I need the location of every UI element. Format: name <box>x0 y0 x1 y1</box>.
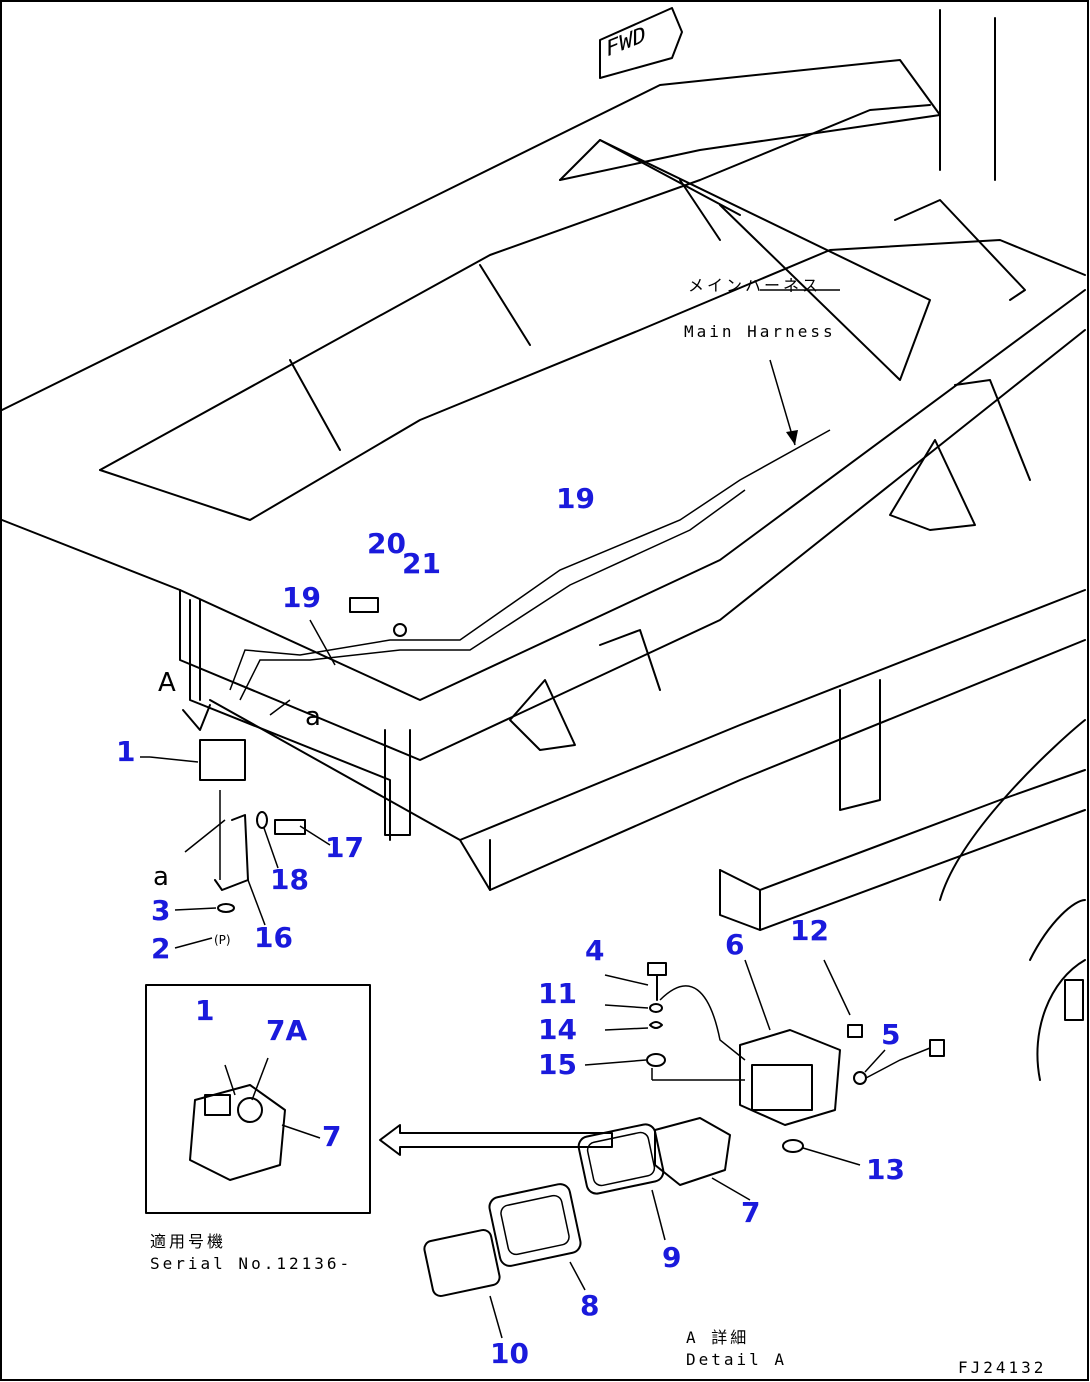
callout-7: 7 <box>741 1196 761 1229</box>
detail-arrow-icon <box>379 1124 613 1156</box>
callout-2: 2 <box>151 932 171 965</box>
callout-13: 13 <box>866 1153 905 1186</box>
callout-18: 18 <box>270 863 309 896</box>
serial-label-jp: 適用号機 <box>150 1232 227 1251</box>
callout-9: 9 <box>662 1241 682 1274</box>
harness-label-jp: メインハーネス <box>688 276 822 295</box>
drawing-code: FJ24132 <box>958 1358 1047 1377</box>
callout-19-top: 19 <box>556 482 595 515</box>
callout-6: 6 <box>725 928 745 961</box>
section-marker-left: a <box>153 862 169 892</box>
callout-inset-7: 7 <box>322 1120 342 1153</box>
harness-clamp-parts <box>309 597 407 666</box>
inset-box <box>145 984 371 1214</box>
section-marker-right: a <box>305 702 321 732</box>
callout-5: 5 <box>881 1018 901 1051</box>
callout-inset-7A: 7A <box>266 1014 308 1047</box>
detail-label-en: Detail A <box>686 1350 788 1369</box>
rear-lamp-assembly-left: (P) <box>149 699 331 949</box>
callout-4: 4 <box>585 934 605 967</box>
dump-body <box>1 59 1086 1081</box>
detail-label-jp: A 詳細 <box>686 1328 750 1347</box>
callout-16: 16 <box>254 921 293 954</box>
callout-inset-1: 1 <box>195 994 215 1027</box>
inset-lamp <box>189 1057 321 1181</box>
callout-15: 15 <box>538 1048 577 1081</box>
callout-12: 12 <box>790 914 829 947</box>
callout-19-left: 19 <box>282 581 321 614</box>
callout-21: 21 <box>402 547 441 580</box>
callout-10: 10 <box>490 1337 529 1370</box>
svg-text:(P): (P) <box>214 933 231 947</box>
callout-11: 11 <box>538 977 577 1010</box>
fwd-arrow-icon <box>599 7 683 79</box>
callout-1: 1 <box>116 735 136 768</box>
view-marker: A <box>158 668 176 698</box>
callout-3: 3 <box>151 894 171 927</box>
callout-17: 17 <box>325 831 364 864</box>
callout-20: 20 <box>367 527 406 560</box>
callout-14: 14 <box>538 1013 577 1046</box>
callout-8: 8 <box>580 1289 600 1322</box>
harness-label-en: Main Harness <box>684 322 836 341</box>
serial-label-en: Serial No.12136- <box>150 1254 353 1273</box>
rear-lamp-detail-exploded <box>423 959 945 1339</box>
